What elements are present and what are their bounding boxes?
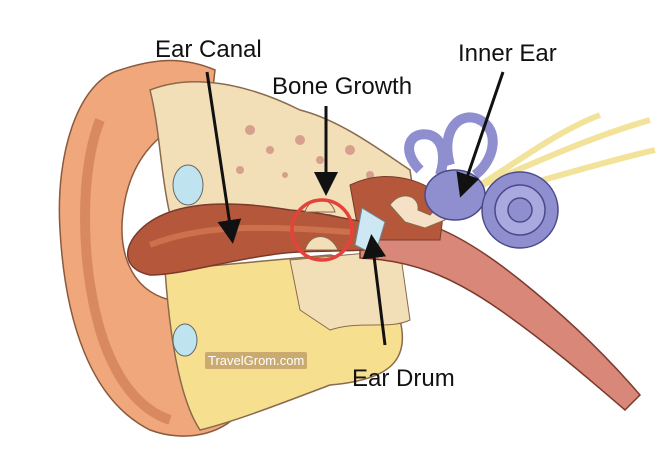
pinna-fold <box>80 118 172 425</box>
ossicles <box>389 195 446 229</box>
cartilage-cyst-lower <box>172 323 198 357</box>
inner-ear-label: Inner Ear <box>458 40 557 67</box>
bone-growth-bottom <box>304 236 339 251</box>
inner-ear-arrow <box>456 71 505 198</box>
ear-canal-label: Ear Canal <box>155 36 262 63</box>
bone-growth-label: Bone Growth <box>272 73 413 100</box>
ear-canal <box>126 203 366 276</box>
bone-pores <box>236 125 374 179</box>
ear-drum-arrow <box>362 234 387 346</box>
watermark: TravelGrom.com <box>205 352 308 369</box>
ear-canal-arrow <box>205 71 242 244</box>
eustachian-tube <box>359 213 642 412</box>
cartilage-cyst-upper <box>172 164 204 206</box>
ear-drum-label: Ear Drum <box>352 365 455 392</box>
bone-growth-highlight-circle <box>290 198 354 262</box>
